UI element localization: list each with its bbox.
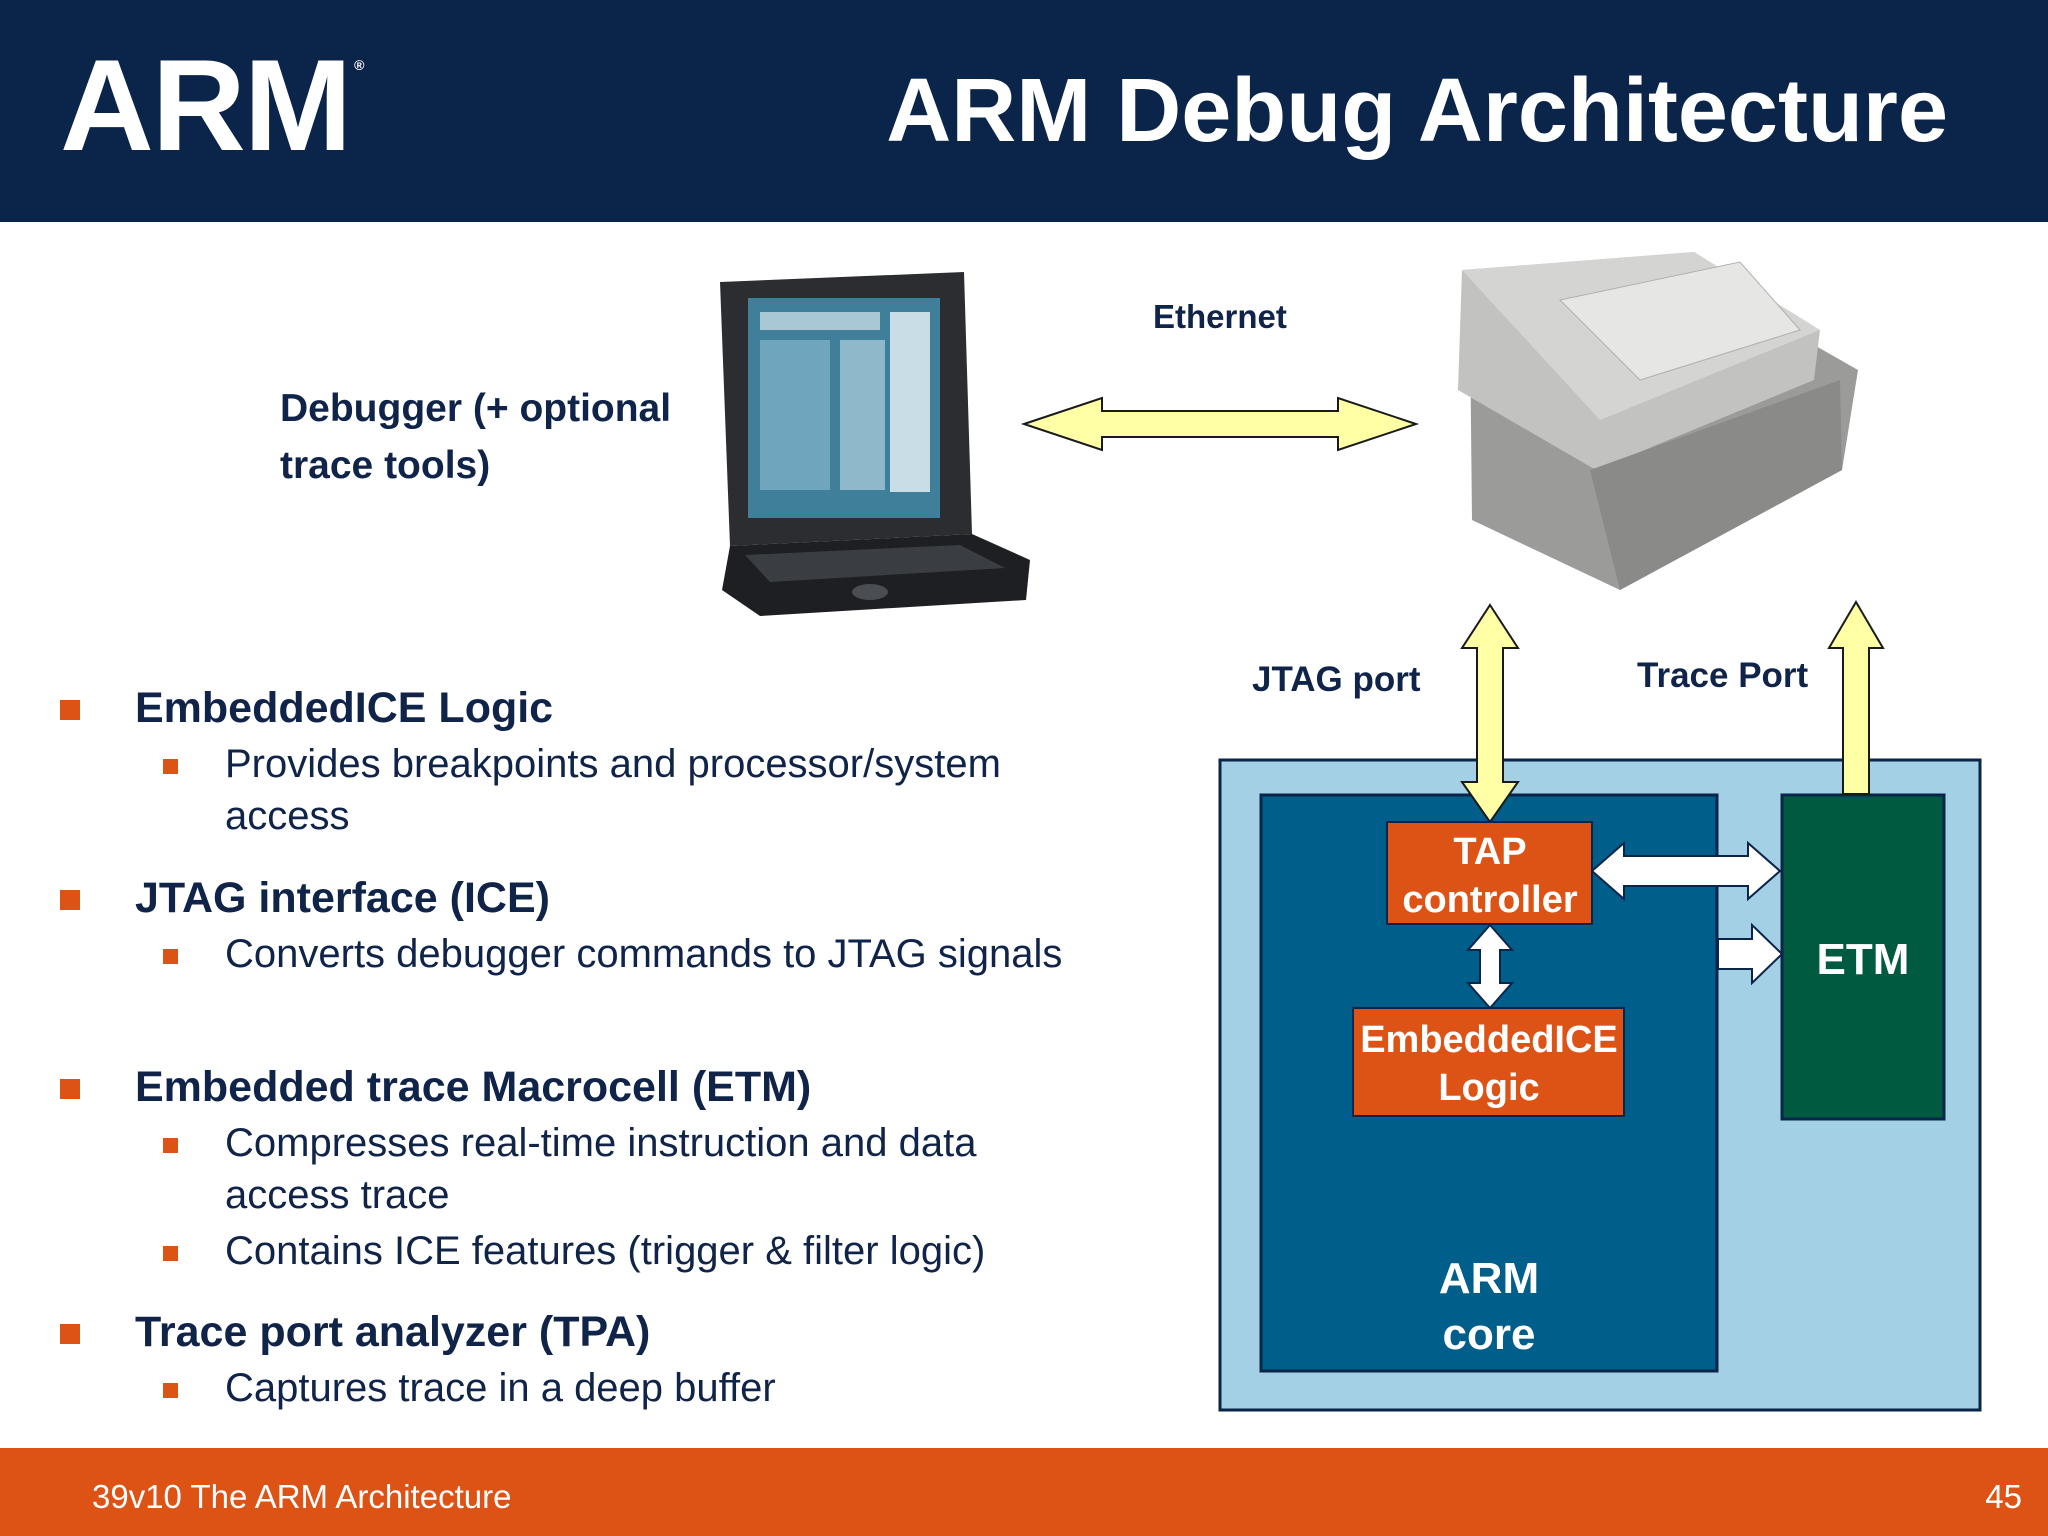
debugger-label: Debugger (+ optional trace tools) [280, 387, 672, 487]
footer-bar: 39v10 The ARM Architecture 45 [0, 1448, 2048, 1536]
eice-label-2: Logic [1438, 1067, 1539, 1109]
core-label-1: ARM [1439, 1254, 1539, 1303]
debug-diagram: TAP controller EmbeddedICE Logic ETM ARM… [720, 252, 1982, 1412]
bullet-square-icon [163, 1138, 178, 1153]
tap-controller-block [1386, 821, 1593, 925]
footer-course: 39v10 The ARM Architecture [92, 1478, 512, 1515]
bullet-square-icon [60, 700, 80, 720]
core-label-2: core [1443, 1310, 1536, 1359]
jtag-port-label: JTAG port [1252, 660, 1421, 699]
bullet-square-icon [60, 890, 80, 910]
bullet-square-icon [60, 1079, 80, 1099]
tap-label-2: controller [1402, 879, 1577, 921]
header-bar: ARM® ARM Debug Architecture [0, 0, 2048, 222]
embeddedice-block [1352, 1007, 1625, 1117]
tap-etm-arrow [1590, 840, 1782, 902]
ethernet-arrow [1020, 396, 1420, 452]
slide-title: ARM Debug Architecture [886, 61, 1948, 161]
trace-port-label: Trace Port [1637, 656, 1809, 695]
tap-label-1: TAP [1453, 831, 1526, 873]
trace-port-arrow [1827, 600, 1885, 795]
laptop-icon [720, 272, 1030, 616]
trace-port-analyzer-icon [1458, 252, 1858, 590]
etm-block [1780, 793, 1946, 1121]
bullet-square-icon [163, 949, 178, 964]
ethernet-label: Ethernet [1153, 298, 1287, 335]
bullet-square-icon [163, 759, 178, 774]
bullet-square-icon [163, 1383, 178, 1398]
arm-logo: ARM® [60, 32, 364, 178]
jtag-port-arrow [1460, 603, 1520, 824]
bullet-square-icon [163, 1246, 178, 1261]
eice-label-1: EmbeddedICE [1360, 1019, 1618, 1061]
etm-label: ETM [1817, 935, 1910, 984]
core-etm-arrow [1717, 922, 1784, 986]
bullet-square-icon [60, 1324, 80, 1344]
page-number: 45 [1985, 1478, 2022, 1515]
